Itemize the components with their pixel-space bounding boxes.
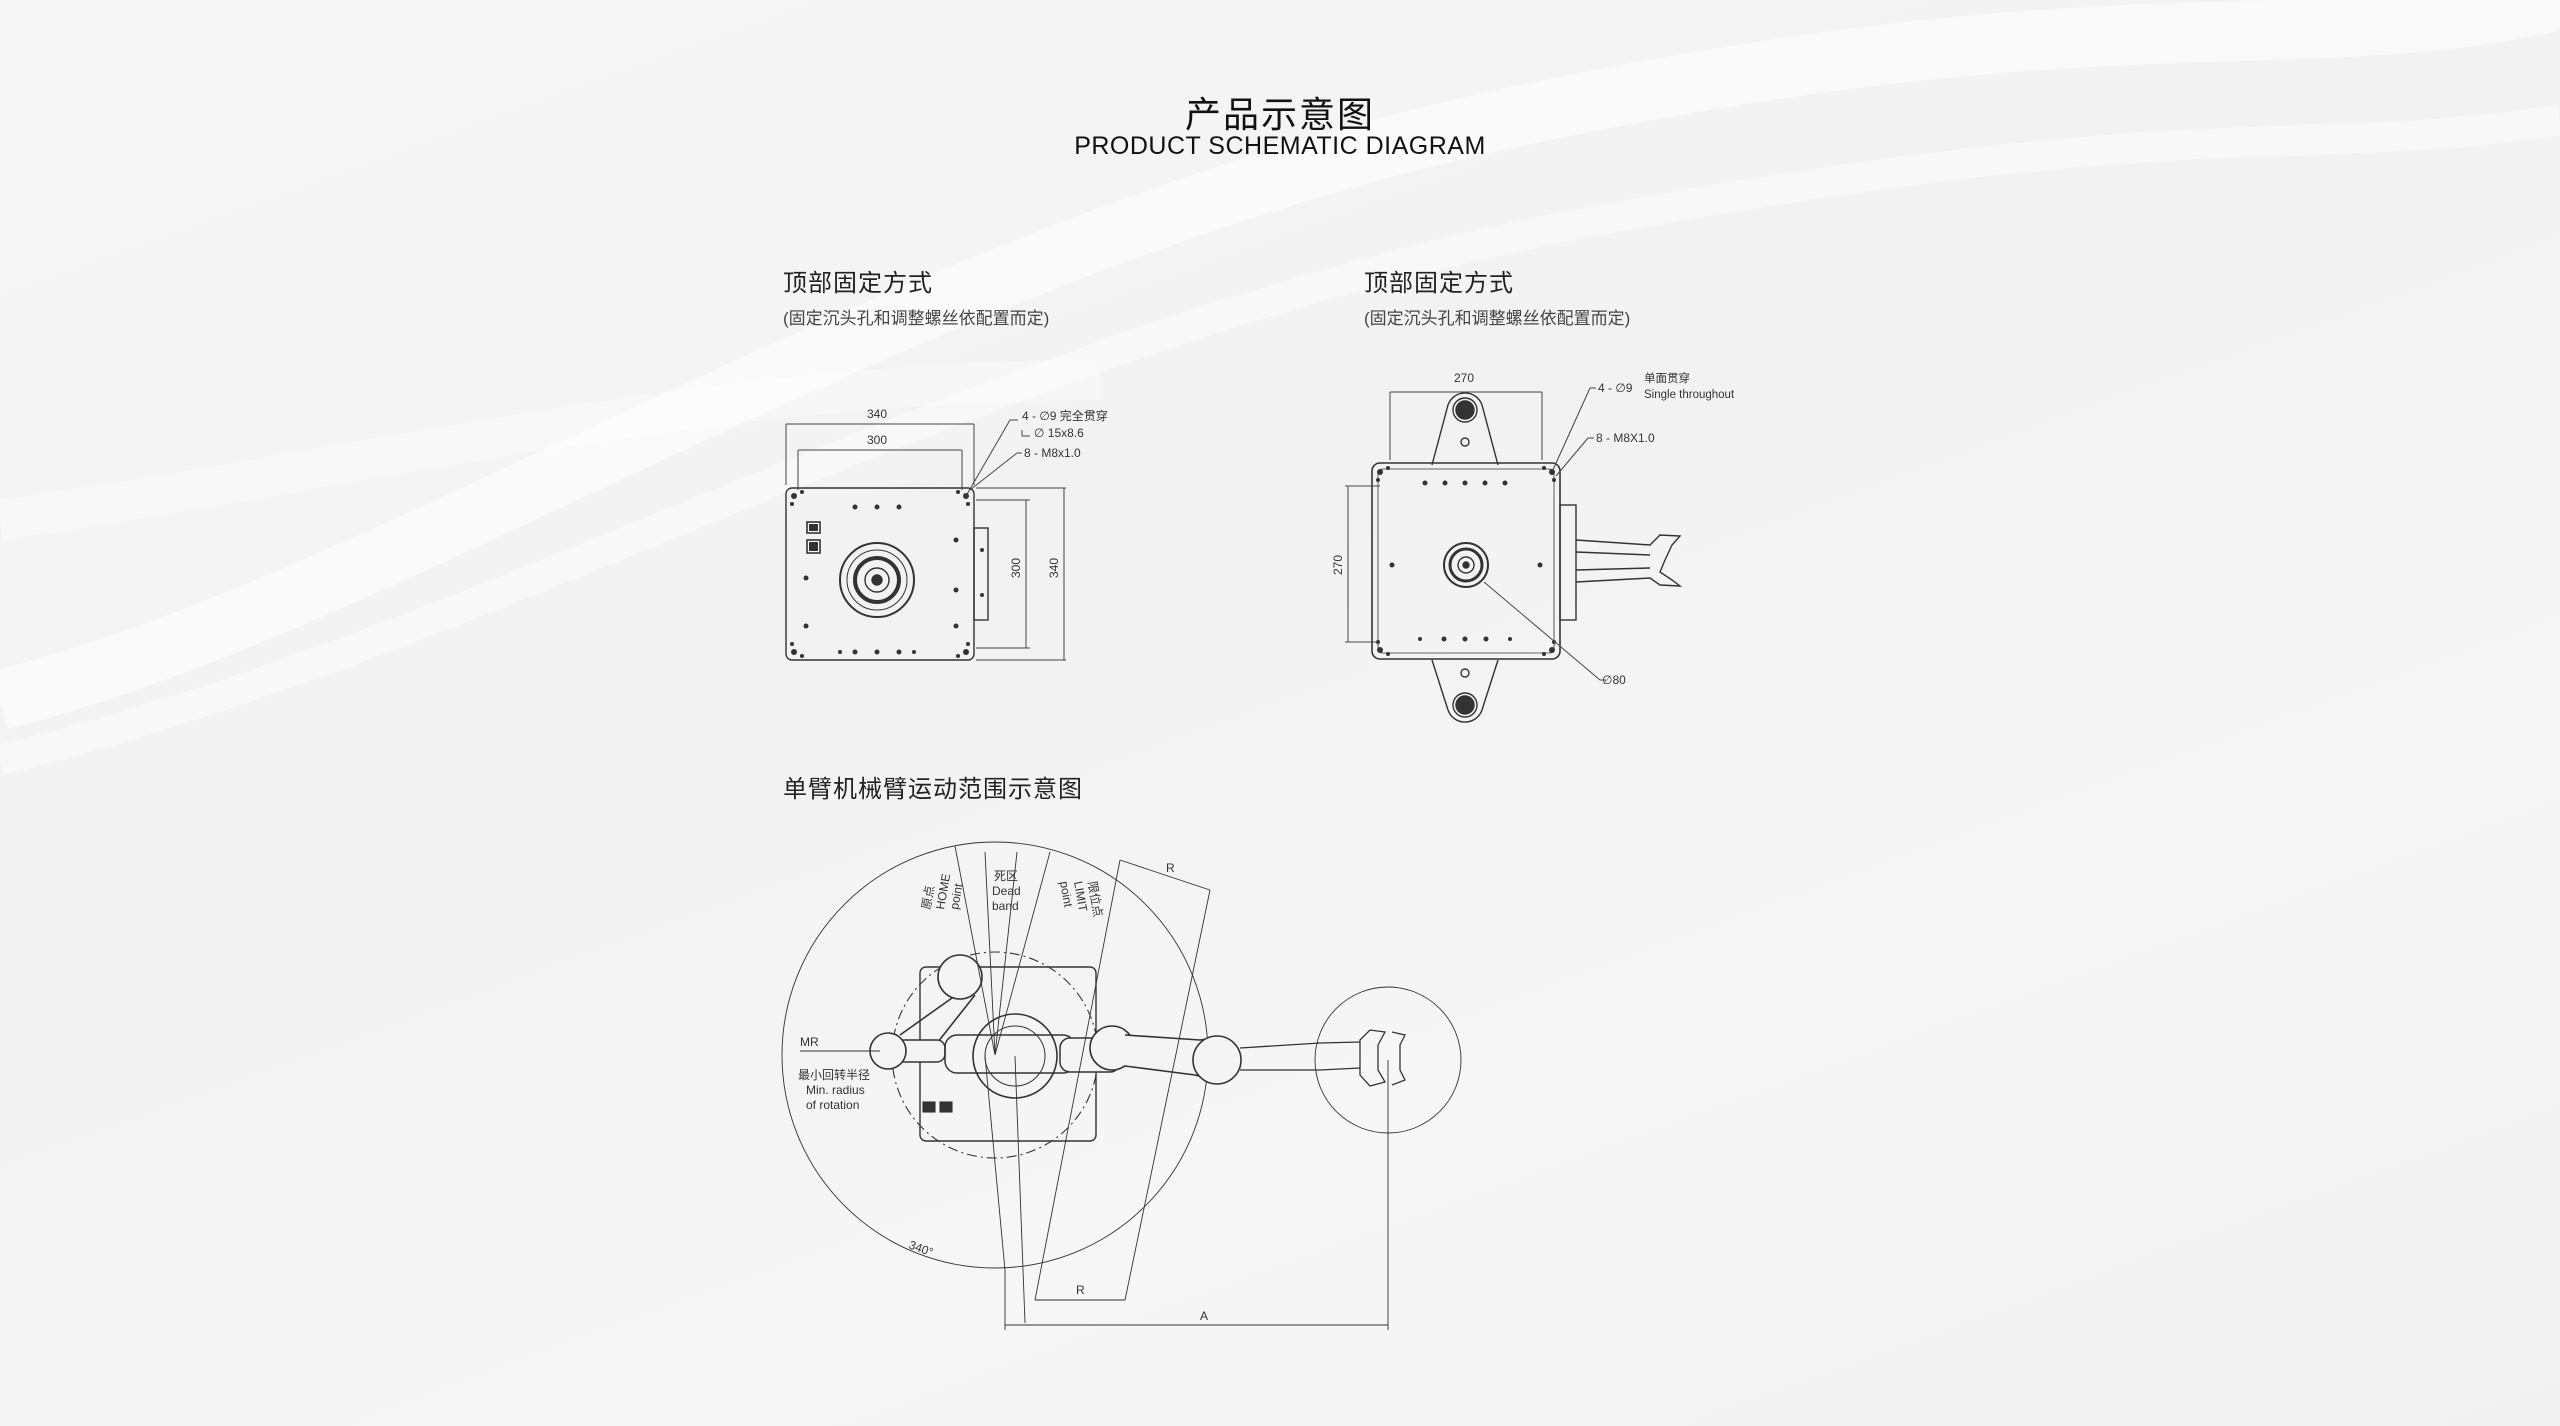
label-limit-en-1: LIMIT xyxy=(1071,880,1090,913)
mount-plate xyxy=(1371,462,1561,660)
dim-inner-width: 300 xyxy=(867,433,887,447)
callout-counterbore: ∅ 15x8.6 xyxy=(1034,426,1084,440)
dim-height: 270 xyxy=(1331,555,1345,575)
label-limit-cn: 限位点 xyxy=(1085,880,1106,918)
dim-outer-width: 340 xyxy=(867,407,887,421)
callout-threads-right: 8 - M8X1.0 xyxy=(1596,431,1655,445)
label-r-bottom: R xyxy=(1076,1283,1085,1297)
label-angle: 340° xyxy=(907,1238,935,1260)
label-limit-en-2: point xyxy=(1057,880,1075,909)
label-home-cn: 原点 xyxy=(919,884,937,910)
label-dead-en-2: band xyxy=(992,899,1019,913)
left-mount-drawing: 340 300 300 340 4 - ∅9 完全贯穿 ∅ 15x8.6 8 -… xyxy=(785,407,1108,661)
dim-center-dia: ∅80 xyxy=(1602,673,1626,687)
bottom-lug xyxy=(1431,659,1499,723)
left-mount-title: 顶部固定方式 xyxy=(783,270,933,297)
label-min-radius-en-2: of rotation xyxy=(806,1098,859,1112)
label-r-top: R xyxy=(1166,861,1175,875)
label-dead-cn: 死区 xyxy=(994,869,1018,883)
side-connector xyxy=(973,527,989,621)
right-mount-title: 顶部固定方式 xyxy=(1364,270,1514,297)
motion-range-title: 单臂机械臂运动范围示意图 xyxy=(783,776,1083,803)
label-min-radius-cn: 最小回转半径 xyxy=(798,1067,870,1082)
callout-holes-right: 4 - ∅9 xyxy=(1598,381,1633,395)
callout-note-cn: 单面贯穿 xyxy=(1644,371,1690,385)
dim-outer-height: 340 xyxy=(1047,558,1061,578)
dim-inner-height: 300 xyxy=(1009,558,1023,578)
label-home-en-1: HOME xyxy=(933,873,953,911)
callout-threads: 8 - M8x1.0 xyxy=(1024,446,1081,460)
right-mount-subtitle: (固定沉头孔和调整螺丝依配置而定) xyxy=(1364,309,1631,328)
center-hub xyxy=(839,542,915,618)
callout-holes: 4 - ∅9 完全贯穿 xyxy=(1022,408,1108,423)
left-mount-subtitle: (固定沉头孔和调整螺丝依配置而定) xyxy=(783,309,1050,328)
side-block xyxy=(1559,504,1577,621)
label-min-radius-en-1: Min. radius xyxy=(806,1083,865,1097)
motion-range-drawing: 原点 HOME point 死区 Dead band 限位点 LIMIT poi… xyxy=(781,841,1462,1330)
label-home-en-2: point xyxy=(947,882,965,911)
dim-width: 270 xyxy=(1454,371,1474,385)
label-mr: MR xyxy=(800,1035,819,1049)
label-a-dim: A xyxy=(1200,1309,1208,1323)
page-subtitle: PRODUCT SCHEMATIC DIAGRAM xyxy=(1074,132,1486,160)
gripper-arm xyxy=(1575,534,1683,587)
callout-note-en: Single throughout xyxy=(1644,389,1735,401)
center-hub xyxy=(1443,542,1489,588)
label-dead-en-1: Dead xyxy=(992,884,1021,898)
top-lug xyxy=(1431,392,1499,466)
base-plate xyxy=(785,487,975,661)
page-title: 产品示意图 xyxy=(1184,94,1375,135)
right-mount-drawing: 270 270 4 - ∅9 单面贯穿 Single throughout 8 … xyxy=(1331,371,1735,723)
